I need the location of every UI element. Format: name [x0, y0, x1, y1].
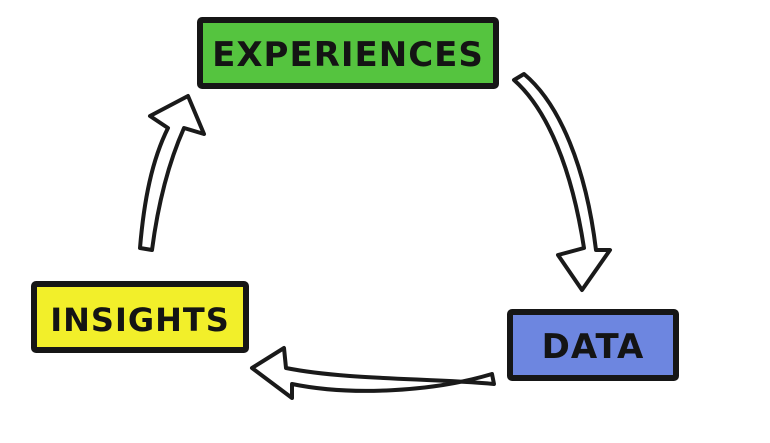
node-insights-box [31, 281, 249, 353]
arrow-data-to-insights [250, 346, 496, 400]
node-experiences-label: EXPERIENCES [212, 35, 484, 75]
node-data-label: DATA [542, 327, 645, 367]
node-insights-label: INSIGHTS [50, 301, 230, 339]
arrow-experiences-to-data [512, 72, 612, 292]
node-experiences-box [197, 17, 499, 89]
node-data: DATA [507, 309, 679, 381]
node-experiences: EXPERIENCES [197, 17, 499, 89]
node-data-box [507, 309, 679, 381]
arrow-insights-to-experiences [138, 94, 206, 252]
node-insights: INSIGHTS [31, 281, 249, 353]
